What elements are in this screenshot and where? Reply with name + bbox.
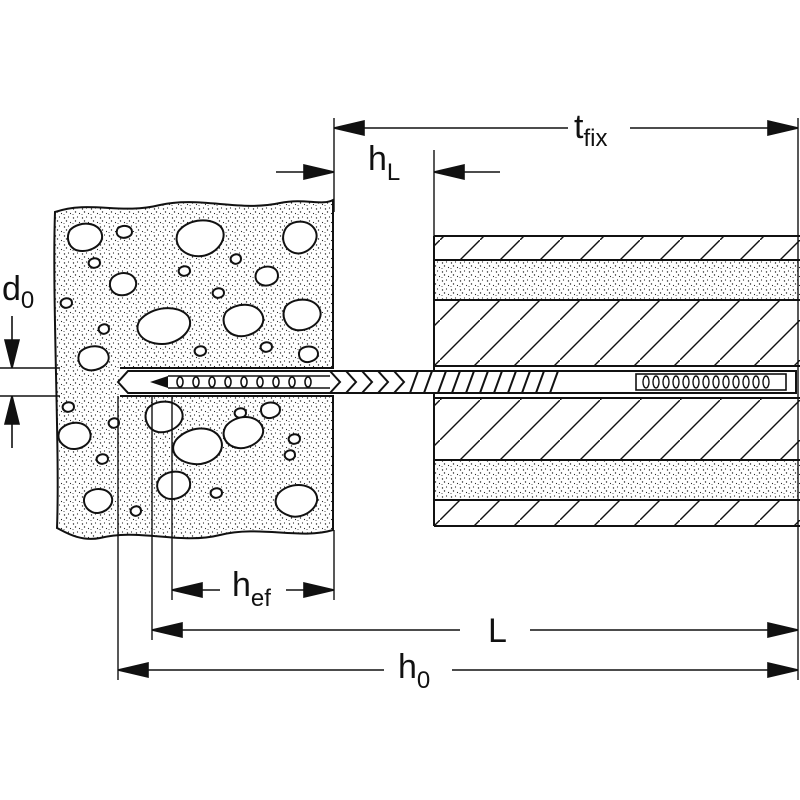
extension-lines [0,118,799,680]
label-h-0: h0 [398,648,430,694]
label-d-0: d0 [2,270,34,314]
aggregate-stones [57,219,322,518]
concrete-block [53,198,334,540]
label-L: L [488,612,507,650]
label-t-fix: tfix [574,108,607,152]
dimension-arrows [3,119,799,679]
fixture-panel [433,235,800,527]
frame-anchor [116,370,797,394]
label-h-L: hL [368,140,400,186]
label-h-ef: hef [232,566,271,612]
